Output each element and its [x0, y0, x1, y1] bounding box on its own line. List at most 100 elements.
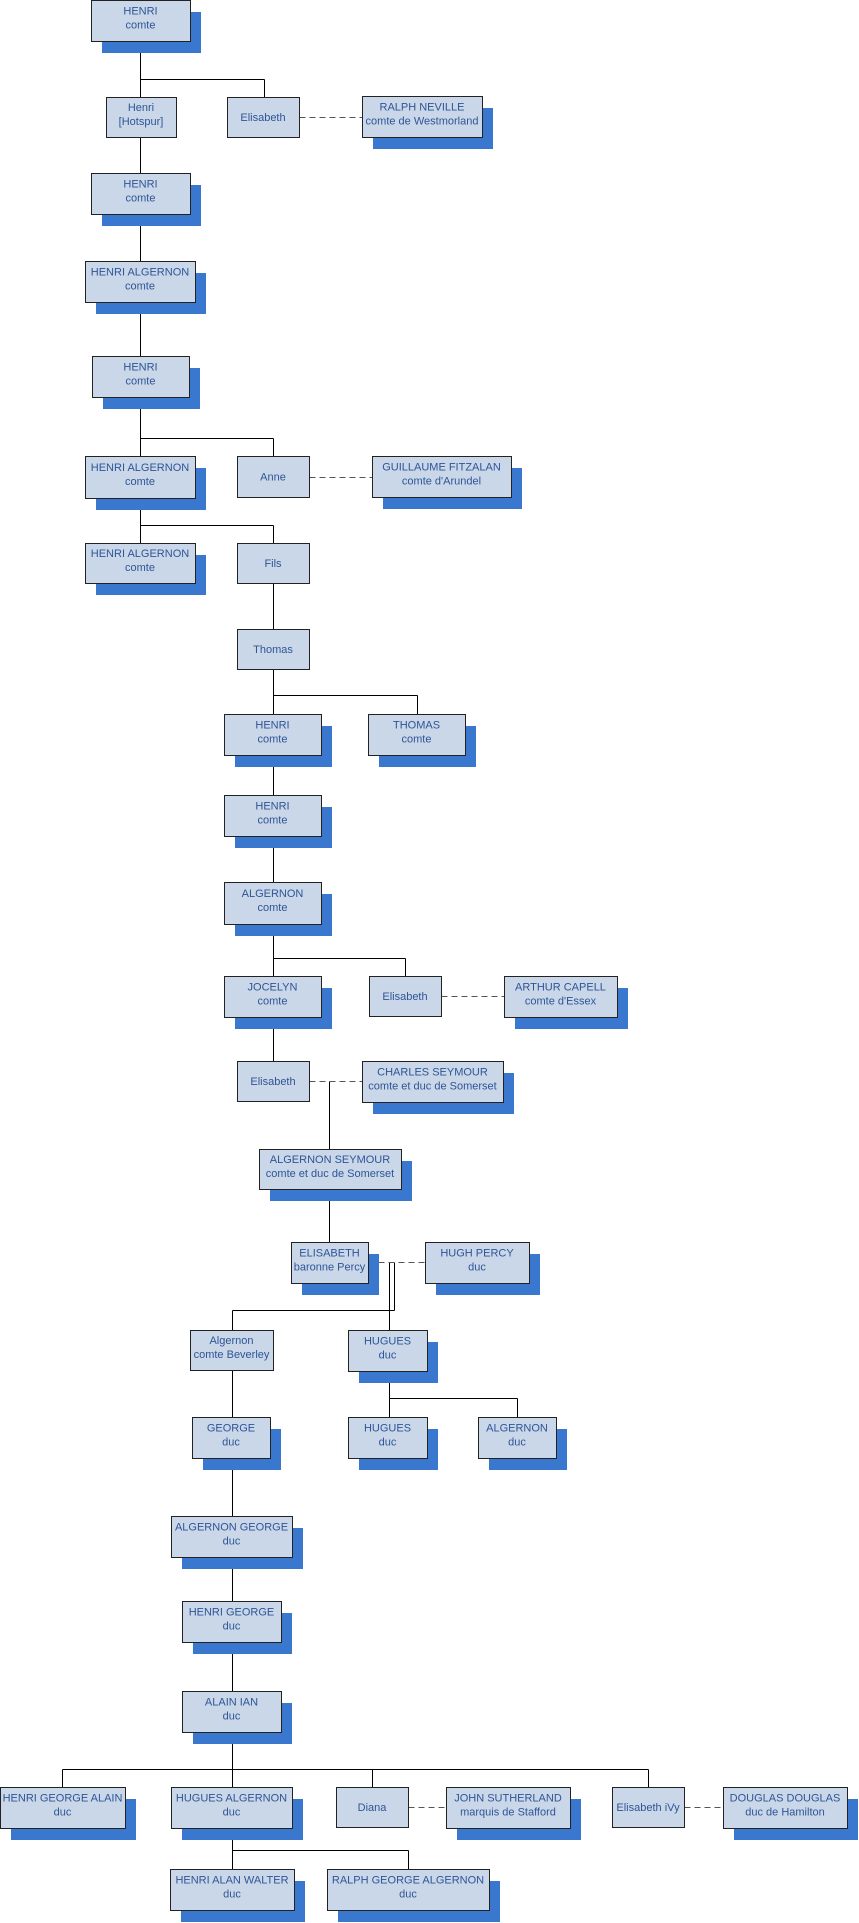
node-box — [237, 629, 310, 670]
person-node: Elisabeth iVy — [612, 1787, 685, 1828]
node-box — [327, 1869, 490, 1911]
node-name: ALGERNON GEORGE — [175, 1522, 288, 1534]
node-box — [362, 1061, 504, 1103]
node-title: comte et duc de Somerset — [266, 1168, 394, 1180]
node-title: comte — [125, 476, 155, 488]
person-node: Fils — [237, 543, 310, 584]
node-box — [612, 1787, 685, 1828]
node-name: ARTHUR CAPELL — [515, 982, 606, 994]
person-node: Thomas — [237, 629, 310, 670]
node-name: JOCELYN — [248, 982, 298, 994]
node-name: HENRI ALAN WALTER — [175, 1875, 288, 1887]
node-box — [91, 173, 191, 215]
node-name: RALPH NEVILLE — [380, 102, 465, 114]
node-box — [224, 976, 322, 1018]
node-box — [227, 97, 300, 138]
node-name: HUGUES — [364, 1423, 411, 1435]
node-box — [171, 1787, 293, 1829]
node-name: HENRI — [123, 362, 157, 374]
node-title: comte — [258, 734, 288, 746]
node-box — [190, 1330, 274, 1371]
node-box — [237, 456, 310, 498]
node-box — [91, 0, 191, 42]
node-box — [224, 882, 322, 925]
node-name: CHARLES SEYMOUR — [377, 1067, 488, 1079]
node-name: HENRI GEORGE — [189, 1607, 275, 1619]
node-box — [425, 1242, 530, 1284]
node-title: [Hotspur] — [119, 116, 164, 128]
node-box — [291, 1242, 369, 1284]
node-box — [182, 1691, 282, 1733]
node-name: HENRI GEORGE ALAIN — [3, 1793, 123, 1805]
node-title: duc — [468, 1262, 486, 1274]
person-node: JOCELYN comte — [224, 976, 332, 1029]
node-box — [92, 356, 190, 398]
node-box — [348, 1330, 428, 1372]
node-name: HUGUES ALGERNON — [176, 1793, 287, 1805]
node-title: duc — [223, 1807, 241, 1819]
node-name: Diana — [358, 1802, 388, 1814]
node-box — [362, 96, 483, 138]
node-name: HENRI — [123, 179, 157, 191]
person-node: Anne — [237, 456, 310, 498]
node-title: comte Beverley — [194, 1349, 270, 1361]
node-title: comte — [126, 193, 156, 205]
person-node: HUGH PERCY duc — [425, 1242, 540, 1295]
person-node: HENRI comte — [224, 795, 332, 848]
person-node: ALGERNON comte — [224, 882, 332, 936]
connectors — [62, 41, 724, 1870]
node-box — [0, 1787, 126, 1829]
node-box — [85, 456, 196, 499]
node-name: ALGERNON — [242, 888, 304, 900]
node-name: HENRI — [255, 801, 289, 813]
node-box — [369, 976, 442, 1017]
person-node: Elisabeth — [237, 1061, 310, 1102]
node-name: Anne — [260, 472, 286, 484]
node-box — [224, 714, 322, 756]
node-box — [171, 1516, 293, 1558]
node-title: comte — [258, 815, 288, 827]
node-name: GUILLAUME FITZALAN — [382, 462, 501, 474]
node-box — [85, 261, 196, 303]
node-name: Elisabeth — [240, 112, 285, 124]
node-title: duc — [223, 1621, 241, 1633]
node-title: comte — [126, 376, 156, 388]
node-title: comte — [258, 996, 288, 1008]
node-box — [504, 976, 618, 1018]
node-name: JOHN SUTHERLAND — [454, 1793, 562, 1805]
node-name: HENRI ALGERNON — [91, 462, 189, 474]
node-title: duc — [379, 1350, 397, 1362]
node-box — [170, 1869, 295, 1911]
node-box — [372, 456, 512, 498]
node-box — [85, 543, 196, 584]
node-box — [478, 1417, 557, 1459]
person-node: Diana — [336, 1787, 409, 1828]
node-name: HUGH PERCY — [440, 1248, 514, 1260]
node-name: ALAIN IAN — [205, 1697, 258, 1709]
node-title: comte et duc de Somerset — [368, 1081, 496, 1093]
node-box — [237, 543, 310, 584]
node-name: GEORGE — [207, 1423, 255, 1435]
node-box — [237, 1061, 310, 1102]
person-node: HENRI ALGERNON comte — [85, 456, 206, 510]
node-title: comte — [258, 902, 288, 914]
node-title: duc — [379, 1437, 397, 1449]
node-name: DOUGLAS DOUGLAS — [730, 1793, 841, 1805]
node-title: duc — [399, 1889, 417, 1901]
